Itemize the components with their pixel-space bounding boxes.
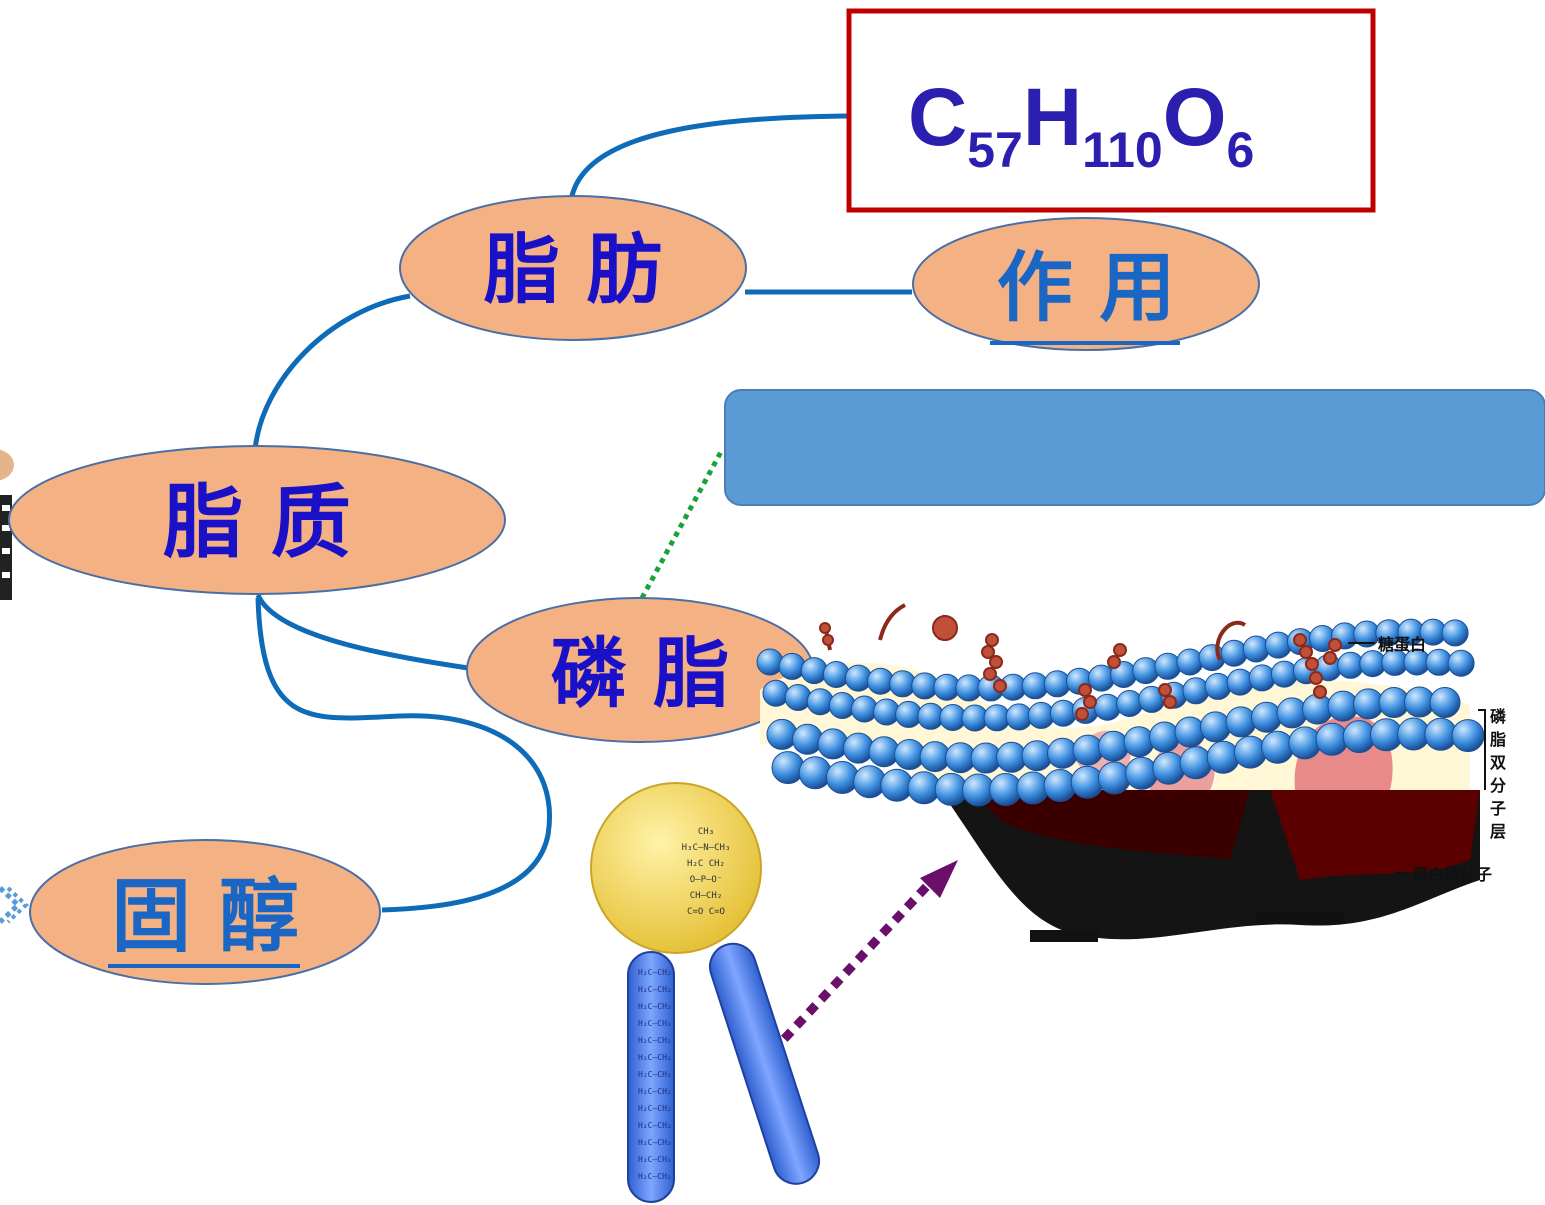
formula-box: C57H110O6: [846, 8, 1376, 213]
node-fat-label: 脂 肪: [484, 225, 662, 314]
molecule-head-text: H₃C–N–CH₃: [682, 843, 731, 853]
dotted-purple-arrow: [768, 860, 958, 1056]
sterol-dotted-mark: [0, 886, 29, 924]
phospholipid-head-sphere: [1233, 735, 1267, 769]
molecule-head: [590, 782, 762, 954]
phospholipid-head-sphere: [1123, 726, 1155, 758]
phospholipid-head-sphere: [1204, 672, 1232, 700]
connector-lipid-fat: [252, 293, 411, 451]
phospholipid-head-sphere: [1242, 635, 1270, 663]
svg-text:H₂C–CH₂: H₂C–CH₂: [638, 1087, 672, 1096]
phospholipid-head-sphere: [1220, 639, 1248, 667]
phospholipid-head-sphere: [1149, 721, 1180, 753]
phospholipid-head-sphere: [1174, 716, 1206, 748]
phospholipid-head-sphere: [1261, 730, 1295, 764]
phospholipid-head-sphere: [766, 718, 798, 750]
svg-text:H₂C–CH₂: H₂C–CH₂: [638, 1019, 672, 1028]
node-phospholipid: 磷 脂: [466, 597, 814, 743]
svg-text:双: 双: [1490, 753, 1506, 772]
connector-fat-formula: [569, 113, 851, 197]
svg-text:H₂C–CH₂: H₂C–CH₂: [638, 968, 672, 977]
label-bilayer: 磷 脂 双 分 子 层: [1490, 707, 1507, 841]
node-lipid: 脂 质: [8, 445, 506, 595]
node-function[interactable]: 作 用: [912, 217, 1260, 351]
phospholipid-head-sphere: [1098, 730, 1129, 762]
svg-text:H₂C–CH₂: H₂C–CH₂: [638, 985, 672, 994]
phospholipid-head-sphere: [1198, 644, 1226, 672]
phospholipid-head-sphere: [1132, 657, 1160, 685]
phospholipid-head-sphere: [1248, 664, 1276, 692]
svg-text:H₂C–CH₂: H₂C–CH₂: [638, 1138, 672, 1147]
svg-text:H₂C–CH₂: H₂C–CH₂: [638, 1121, 672, 1130]
phospholipid-head-sphere: [1070, 765, 1104, 799]
phospholipid-head-sphere: [756, 648, 784, 676]
connector-lipid-sterol: [255, 597, 552, 913]
chemical-formula: C57H110O6: [908, 72, 1254, 178]
svg-text:磷: 磷: [1490, 707, 1507, 726]
svg-text:H₂C–CH₂: H₂C–CH₂: [638, 1053, 672, 1062]
phospholipid-head-sphere: [798, 756, 832, 790]
label-protein: 蛋白质分子: [1412, 865, 1492, 884]
molecule-head-text: CH–CH₂: [690, 891, 723, 901]
node-lipid-label: 脂 质: [163, 476, 351, 569]
molecule-head-text: O–P–O⁻: [690, 875, 723, 885]
svg-text:子: 子: [1490, 799, 1506, 818]
node-sterol-label: 固 醇: [111, 870, 299, 963]
svg-text:H₂C–CH₂: H₂C–CH₂: [638, 1070, 672, 1079]
phospholipid-head-sphere: [1200, 711, 1231, 743]
node-sterol[interactable]: 固 醇: [29, 839, 381, 985]
connectors: [252, 113, 912, 913]
phospholipid-head-sphere: [1179, 746, 1213, 780]
phospholipid-head-sphere: [1097, 761, 1131, 795]
svg-text:脂: 脂: [1490, 730, 1506, 749]
phospholipid-head-sphere: [1225, 706, 1257, 738]
glycoprotein-chains: [819, 603, 1342, 721]
svg-text:H₂C–CH₂: H₂C–CH₂: [638, 1104, 672, 1113]
svg-text:分: 分: [1490, 776, 1506, 795]
phospholipid-head-sphere: [1251, 701, 1282, 733]
node-fat: 脂 肪: [399, 195, 747, 341]
phospholipid-head-sphere: [792, 723, 823, 755]
phospholipid-head-sphere: [762, 679, 790, 707]
phospholipid-head-sphere: [1206, 740, 1240, 774]
phospholipid-head-sphere: [1154, 652, 1182, 680]
molecule-head-text: CH₃: [698, 827, 714, 837]
phospholipid-head-sphere: [1094, 693, 1121, 721]
phospholipid-head-sphere: [1447, 649, 1475, 677]
phospholipid-head-sphere: [1429, 687, 1461, 718]
phospholipid-head-sphere: [784, 684, 812, 711]
blue-text-box: [724, 389, 1545, 506]
phospholipid-head-sphere: [778, 652, 806, 680]
svg-text:H₂C–CH₂: H₂C–CH₂: [638, 1155, 672, 1164]
node-function-label: 作 用: [997, 243, 1175, 332]
phospholipid-head-sphere: [1441, 619, 1469, 647]
phospholipid-head-sphere: [1152, 751, 1186, 785]
phospholipid-head-sphere: [1125, 756, 1159, 790]
phospholipid-head-sphere: [1451, 719, 1485, 753]
svg-text:H₂C–CH₂: H₂C–CH₂: [638, 1002, 672, 1011]
svg-text:H₂C–CH₂: H₂C–CH₂: [638, 1172, 672, 1181]
phospholipid-head-sphere: [800, 657, 828, 685]
phospholipid-head-sphere: [1226, 668, 1254, 696]
cell-membrane-illustration: 糖蛋白 磷 脂 双 分 子 层 蛋白质分子: [756, 603, 1507, 942]
phospholipid-head-sphere: [771, 751, 805, 785]
label-glycoprotein: 糖蛋白: [1378, 635, 1426, 654]
phospholipid-head-sphere: [1182, 677, 1210, 705]
phospholipid-head-sphere: [817, 728, 849, 760]
phospholipid-head-sphere: [825, 761, 859, 794]
phospholipid-molecule: H₂C–CH₂ H₂C–CH₂ H₂C–CH₂ H₂C–CH₂ H₂C–CH₂ H₂C–C…: [590, 782, 821, 1203]
svg-text:H₂C–CH₂: H₂C–CH₂: [638, 1036, 672, 1045]
phospholipid-head-sphere: [1116, 690, 1144, 717]
molecule-head-text: C=O C=O: [687, 907, 725, 917]
dotted-green-connector: [639, 448, 725, 600]
molecule-head-text: H₂C CH₂: [687, 859, 725, 869]
node-phospholipid-label: 磷 脂: [551, 629, 729, 718]
phospholipid-head-sphere: [1176, 648, 1204, 676]
svg-text:层: 层: [1490, 822, 1506, 841]
phospholipid-head-sphere: [806, 688, 834, 716]
connector-lipid-phospholipid: [255, 593, 469, 671]
